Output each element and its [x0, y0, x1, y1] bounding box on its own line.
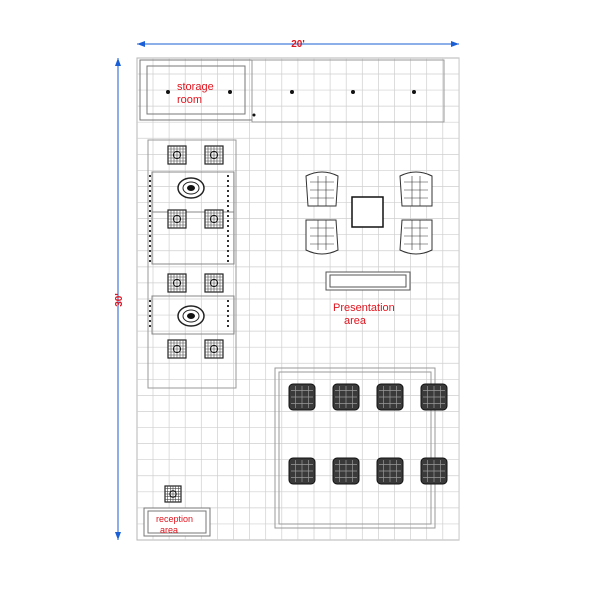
meeting-chair — [167, 209, 187, 229]
meeting-chair — [164, 485, 182, 503]
lounge-chair — [305, 219, 339, 255]
meeting-table-lower — [149, 295, 235, 335]
floor-grid — [137, 58, 460, 540]
presentation-label-line2: area — [344, 315, 367, 327]
stool — [420, 457, 448, 485]
stool — [376, 457, 404, 485]
reception-label-line2: area — [160, 525, 178, 535]
lounge-chair — [305, 171, 339, 207]
reception-desk — [143, 507, 211, 537]
table-centerpiece-lower — [177, 305, 205, 327]
stool — [376, 383, 404, 411]
height-dimension — [115, 58, 121, 540]
back-wall-panel — [251, 59, 445, 123]
meeting-chair — [167, 273, 187, 293]
meeting-area-outline — [147, 139, 237, 389]
presentation-label-line1: Presentation — [333, 302, 395, 314]
seating-area-outline — [274, 367, 436, 529]
reception-label-line1: reception — [156, 514, 193, 524]
stool — [288, 383, 316, 411]
storage-label-line2: room — [177, 94, 202, 106]
meeting-chair — [204, 339, 224, 359]
width-dimension-label: 20' — [291, 39, 305, 50]
stool — [288, 457, 316, 485]
meeting-chair — [167, 145, 187, 165]
meeting-chair — [204, 209, 224, 229]
lounge-chair — [399, 219, 433, 255]
coffee-table — [351, 196, 384, 228]
presentation-lounge — [305, 171, 433, 291]
stool — [332, 383, 360, 411]
meeting-chair — [204, 145, 224, 165]
height-dimension-label: 30' — [114, 293, 125, 307]
presentation-counter — [325, 271, 411, 291]
storage-label-line1: storage — [177, 81, 214, 93]
meeting-chair — [167, 339, 187, 359]
meeting-table-upper — [149, 171, 235, 265]
meeting-chair — [204, 273, 224, 293]
ceiling-lights — [166, 90, 416, 117]
meeting-chairs — [164, 145, 224, 503]
lounge-chair — [399, 171, 433, 207]
width-dimension — [137, 41, 459, 47]
seating-stools — [288, 383, 448, 485]
table-centerpiece-upper — [177, 177, 205, 199]
stool — [420, 383, 448, 411]
stool — [332, 457, 360, 485]
